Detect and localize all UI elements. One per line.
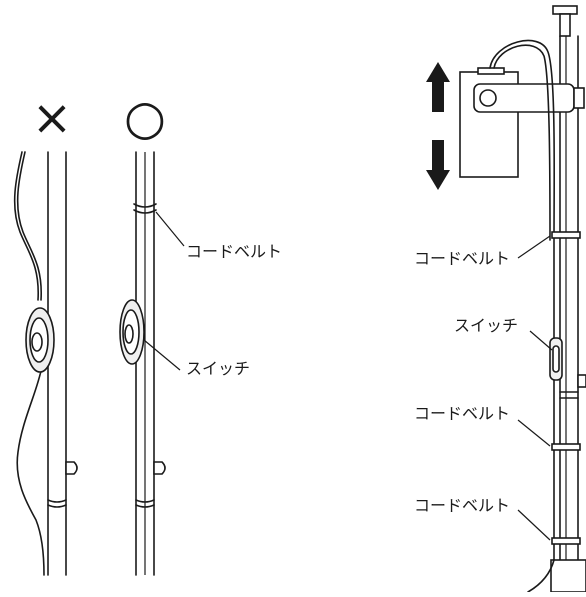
lamp-switch [549,337,563,381]
wrong-pole [47,151,78,576]
label-cord-belt-2: コードベルト [414,249,510,268]
lamp-cord-belt-1 [551,231,581,239]
label-cord-belt-4: コードベルト [414,496,510,515]
right-mark: ○ [124,90,166,146]
right-pole [135,151,166,576]
label-switch-2: スイッチ [454,316,518,335]
label-cord-belt-1: コードベルト [186,242,282,261]
lamp-head [459,67,585,178]
label-cord-belt-3: コードベルト [414,404,510,423]
lamp-cord-belt-3 [551,537,581,545]
arrow-down-icon [426,140,450,190]
wrong-switch [25,307,55,373]
right-cord-belt [133,203,157,214]
wrong-mark: × [32,90,72,146]
arrow-up-icon [426,62,450,112]
right-switch [119,299,145,365]
wrong-cord [13,151,45,576]
right-example: ○ コードベルト スイッチ [119,90,282,576]
lamp-example: コードベルト スイッチ コードベルト コードベルト [414,5,586,593]
wrong-example: × [13,90,78,576]
lamp-cord-belt-2 [551,443,581,451]
label-switch-1: スイッチ [186,359,250,378]
lamp-pole [550,5,586,593]
lamp-cord [489,39,556,593]
